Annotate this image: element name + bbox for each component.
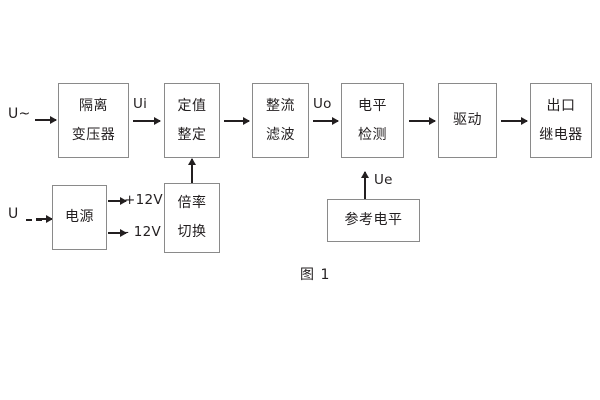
supply-positive-label: +12V [124, 192, 163, 208]
supply-negative-label: - 12V [124, 224, 162, 240]
block-setting-adjust-line1: 定值 [177, 97, 207, 114]
block-level-detect-line2: 检测 [358, 126, 387, 143]
block-power-supply: 电源 [52, 185, 107, 250]
block-isolation-transformer-line1: 隔离 [79, 97, 108, 114]
block-output-relay-line1: 出口 [546, 97, 576, 114]
block-output-relay-line2: 继电器 [539, 126, 583, 143]
block-rectify-filter: 整流 滤波 [252, 83, 309, 158]
block-rectify-filter-line1: 整流 [266, 97, 295, 114]
block-rectify-filter-line2: 滤波 [266, 126, 295, 143]
arrow-ac-input-to-isolation-transformer [35, 119, 56, 121]
block-level-detect-line1: 电平 [358, 97, 387, 114]
arrow-reference-level-to-level-detect [364, 172, 366, 199]
arrow-rectify-filter-to-level-detect [313, 120, 338, 122]
block-output-relay: 出口 继电器 [530, 83, 592, 158]
block-reference-level-line1: 参考电平 [344, 212, 403, 229]
dashed-lead-dc-input [26, 219, 42, 221]
block-ratio-switch-line1: 倍率 [177, 195, 207, 212]
block-drive: 驱动 [438, 83, 497, 158]
signal-uo-label: Uo [313, 96, 332, 112]
arrow-dc-input-to-power-supply [36, 218, 52, 220]
arrow-ratio-switch-to-setting-adjust [191, 159, 193, 183]
block-isolation-transformer-line2: 变压器 [71, 126, 116, 143]
arrow-setting-adjust-to-rectify-filter [224, 120, 249, 122]
block-reference-level: 参考电平 [327, 199, 420, 242]
arrow-supply-positive-rail [108, 200, 126, 202]
arrow-drive-to-output-relay [501, 120, 527, 122]
block-drive-line1: 驱动 [453, 112, 482, 129]
block-ratio-switch-line2: 切换 [177, 224, 207, 240]
figure-caption: 图 1 [300, 267, 331, 283]
arrow-isolation-transformer-to-setting-adjust [133, 120, 160, 122]
arrow-supply-negative-rail [108, 232, 126, 234]
arrow-level-detect-to-drive [409, 120, 435, 122]
signal-ue-label: Ue [374, 172, 393, 188]
block-isolation-transformer: 隔离 变压器 [58, 83, 129, 158]
block-setting-adjust-line2: 整定 [177, 126, 207, 143]
block-ratio-switch: 倍率 切换 [164, 183, 220, 253]
block-level-detect: 电平 检测 [341, 83, 404, 158]
input-ac-label: U~ [8, 106, 31, 122]
input-dc-label: U [8, 206, 19, 222]
block-power-supply-line1: 电源 [65, 209, 94, 226]
signal-ui-label: Ui [133, 96, 148, 112]
block-setting-adjust: 定值 整定 [164, 83, 220, 158]
